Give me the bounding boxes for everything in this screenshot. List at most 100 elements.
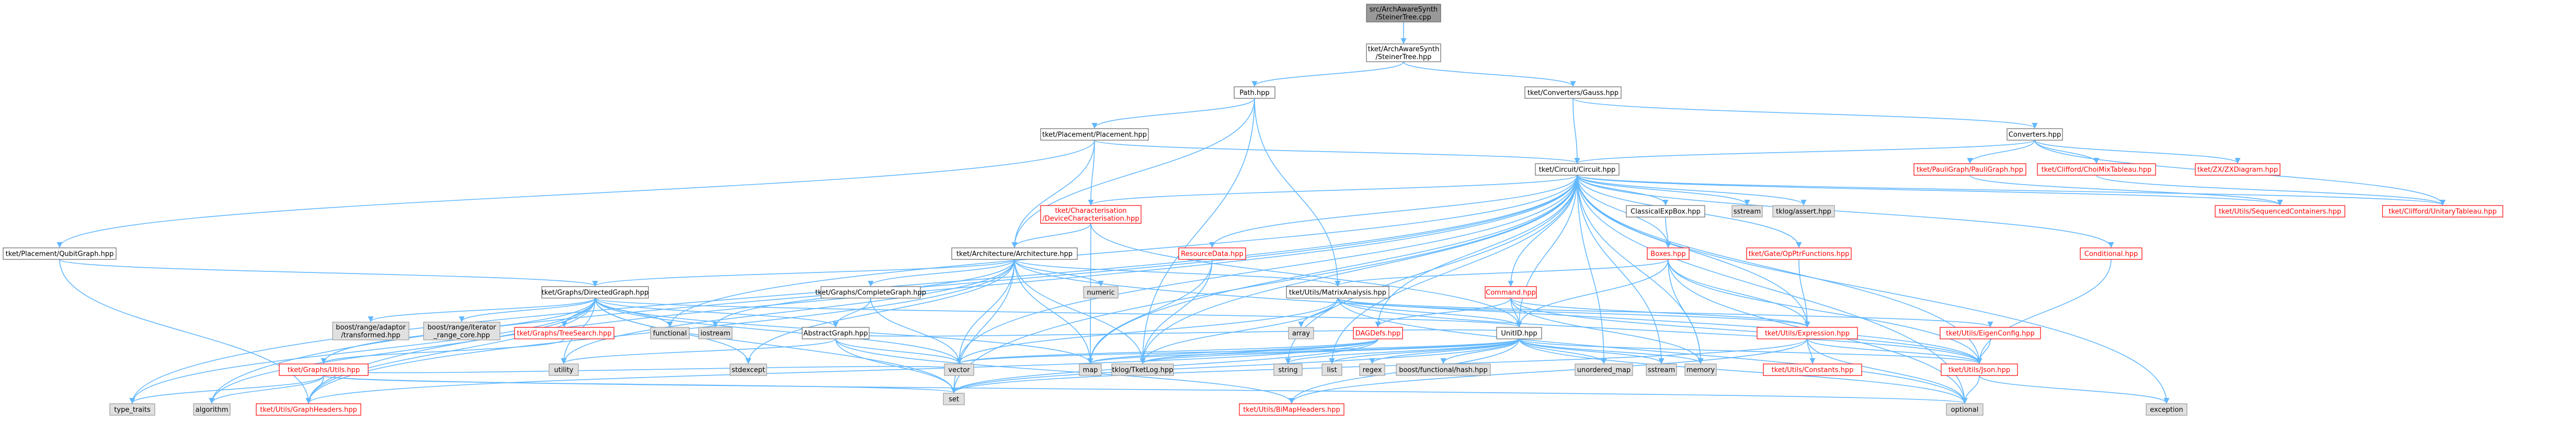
edge-json-to-optional [1962, 375, 1980, 404]
edge-dirgraph-to-set [595, 298, 957, 394]
node-numeric[interactable]: numeric [1083, 286, 1119, 299]
node-dagdefs[interactable]: DAGDefs.hpp [1353, 327, 1403, 339]
edge-circuit-to-optional [1577, 175, 1968, 404]
node-regex[interactable]: regex [1359, 363, 1385, 376]
node-label: /DeviceCharacterisation.hpp [1042, 215, 1139, 223]
node-label: sstream [1734, 208, 1761, 216]
node-box [1940, 327, 2041, 339]
node-command[interactable]: Command.hpp [1485, 286, 1537, 299]
node-chomix[interactable]: tket/Clifford/ChoiMixTableau.hpp [2037, 163, 2156, 176]
node-label: tklog/TketLog.hpp [1112, 367, 1173, 374]
node-expression[interactable]: tket/Utils/Expression.hpp [1757, 327, 1858, 339]
node-eigencfg[interactable]: tket/Utils/EigenConfig.hpp [1940, 327, 2041, 339]
node-algorithm[interactable]: algorithm [193, 403, 231, 416]
node-matrixan[interactable]: tket/Utils/MatrixAnalysis.hpp [1286, 286, 1389, 299]
node-box [1321, 363, 1342, 376]
node-unitid[interactable]: UnitID.hpp [1496, 327, 1542, 339]
node-memory[interactable]: memory [1684, 363, 1717, 376]
node-label: tket/Placement/QubitGraph.hpp [6, 250, 114, 258]
node-conditional[interactable]: Conditional.hpp [2080, 247, 2142, 260]
edge-steiner_hpp-to-gauss [1403, 61, 1576, 87]
node-label: sstream [1648, 367, 1675, 374]
node-functional[interactable]: functional [650, 327, 690, 339]
node-unitab[interactable]: tket/Clifford/UnitaryTableau.hpp [2382, 205, 2503, 218]
node-bimap[interactable]: tket/Utils/BiMapHeaders.hpp [1239, 403, 1344, 416]
edge-matrixan-to-vector [956, 298, 1338, 364]
edge-arch-to-tklog [1014, 259, 1146, 364]
edge-matrixan-to-eigencfg [1337, 298, 1993, 328]
node-utility[interactable]: utility [549, 363, 579, 376]
node-label: _range_core.hpp [433, 332, 490, 339]
node-label: functional [653, 330, 687, 338]
node-label: tket/Gate/OpPtrFunctions.hpp [1749, 250, 1850, 258]
edge-dagdefs-to-tklog [1139, 338, 1378, 364]
node-classexp[interactable]: ClassicalExpBox.hpp [1626, 205, 1705, 218]
node-box [1647, 247, 1690, 260]
node-paulig[interactable]: tket/PauliGraph/PauliGraph.hpp [1913, 163, 2026, 176]
node-converters[interactable]: Converters.hpp [2007, 128, 2063, 141]
node-sstream1[interactable]: sstream [1731, 205, 1763, 218]
edge-matrixan-to-expression [1337, 298, 1810, 328]
node-treesearch[interactable]: tket/Graphs/TreeSearch.hpp [514, 327, 614, 339]
node-charact[interactable]: tket/Characterisation/DeviceCharacterisa… [1040, 205, 1142, 224]
node-typetraits[interactable]: type_traits [109, 403, 155, 416]
node-graphheaders[interactable]: tket/Utils/GraphHeaders.hpp [256, 403, 361, 416]
node-box [2195, 163, 2281, 176]
node-absgraph[interactable]: AbstractGraph.hpp [802, 327, 870, 339]
node-json[interactable]: tket/Utils/Json.hpp [1941, 363, 2018, 376]
edge-dirgraph-to-typetraits [129, 298, 596, 404]
edge-converters-to-chomix [2034, 140, 2100, 164]
node-complete[interactable]: tket/Graphs/CompleteGraph.hpp [815, 286, 926, 299]
node-box [698, 327, 733, 339]
node-circuit[interactable]: tket/Circuit/Circuit.hpp [1535, 163, 1620, 176]
edge-circuit-to-sstream2 [1577, 175, 1665, 364]
node-label: array [1292, 330, 1310, 338]
node-iostream[interactable]: iostream [698, 327, 733, 339]
node-root[interactable]: src/ArchAwareSynth/SteinerTree.cpp [1366, 4, 1441, 22]
node-array[interactable]: array [1288, 327, 1314, 339]
edge-circuit-to-classexp [1577, 175, 1669, 206]
node-dirgraph[interactable]: tket/Graphs/DirectedGraph.hpp [541, 286, 649, 299]
node-sstream2[interactable]: sstream [1646, 363, 1677, 376]
node-boostiter[interactable]: boost/range/iterator_range_core.hpp [423, 322, 500, 340]
edge-eigencfg-to-json [1976, 338, 1991, 364]
node-box [1079, 363, 1102, 376]
node-optional[interactable]: optional [1946, 403, 1984, 416]
edge-unitid-to-string [1285, 338, 1520, 364]
node-steiner_hpp[interactable]: tket/ArchAwareSynth/SteinerTree.hpp [1366, 43, 1441, 62]
node-box [2215, 205, 2345, 218]
node-label: ResourceData.hpp [1181, 250, 1244, 258]
node-seqcont[interactable]: tket/Utils/SequencedContainers.hpp [2215, 205, 2345, 218]
node-set[interactable]: set [943, 393, 965, 405]
node-map[interactable]: map [1079, 363, 1102, 376]
node-list[interactable]: list [1321, 363, 1342, 376]
node-constants[interactable]: tket/Utils/Constants.hpp [1763, 363, 1862, 376]
node-boostadaptor[interactable]: boost/range/adaptor/transformed.hpp [332, 322, 409, 340]
node-placement[interactable]: tket/Placement/Placement.hpp [1040, 128, 1149, 141]
node-exception[interactable]: exception [2146, 403, 2187, 416]
edge-command-to-dagdefs [1375, 298, 1511, 328]
node-box [650, 327, 690, 339]
node-box [2080, 247, 2142, 260]
node-tklog[interactable]: tklog/TketLog.hpp [1111, 363, 1174, 376]
node-vector[interactable]: vector [944, 363, 974, 376]
edge-classexp-to-boxes [1665, 216, 1671, 248]
node-tklogassert[interactable]: tklog/assert.hpp [1772, 205, 1835, 218]
node-gateop[interactable]: tket/Gate/OpPtrFunctions.hpp [1746, 247, 1852, 260]
edge-dirgraph-to-boostiter [459, 298, 596, 323]
edge-unitid-to-json [1519, 338, 1982, 364]
node-qubitgraph[interactable]: tket/Placement/QubitGraph.hpp [3, 247, 117, 260]
node-string[interactable]: string [1273, 363, 1303, 376]
node-gauss[interactable]: tket/Converters/Gauss.hpp [1524, 86, 1622, 99]
node-resdata[interactable]: ResourceData.hpp [1178, 247, 1246, 260]
node-unordmap[interactable]: unordered_map [1575, 363, 1633, 376]
node-arch[interactable]: tket/Architecture/Architecture.hpp [951, 247, 1078, 260]
node-boxes[interactable]: Boxes.hpp [1647, 247, 1690, 260]
node-graphutils[interactable]: tket/Graphs/Utils.hpp [279, 363, 369, 376]
node-boostfunc[interactable]: boost/functional/hash.hpp [1396, 363, 1491, 376]
node-path[interactable]: Path.hpp [1234, 86, 1275, 99]
node-box [944, 363, 974, 376]
node-zxdiagram[interactable]: tket/ZX/ZXDiagram.hpp [2195, 163, 2281, 176]
edge-arch-to-json [1014, 259, 1982, 364]
node-stdexcept[interactable]: stdexcept [730, 363, 767, 376]
